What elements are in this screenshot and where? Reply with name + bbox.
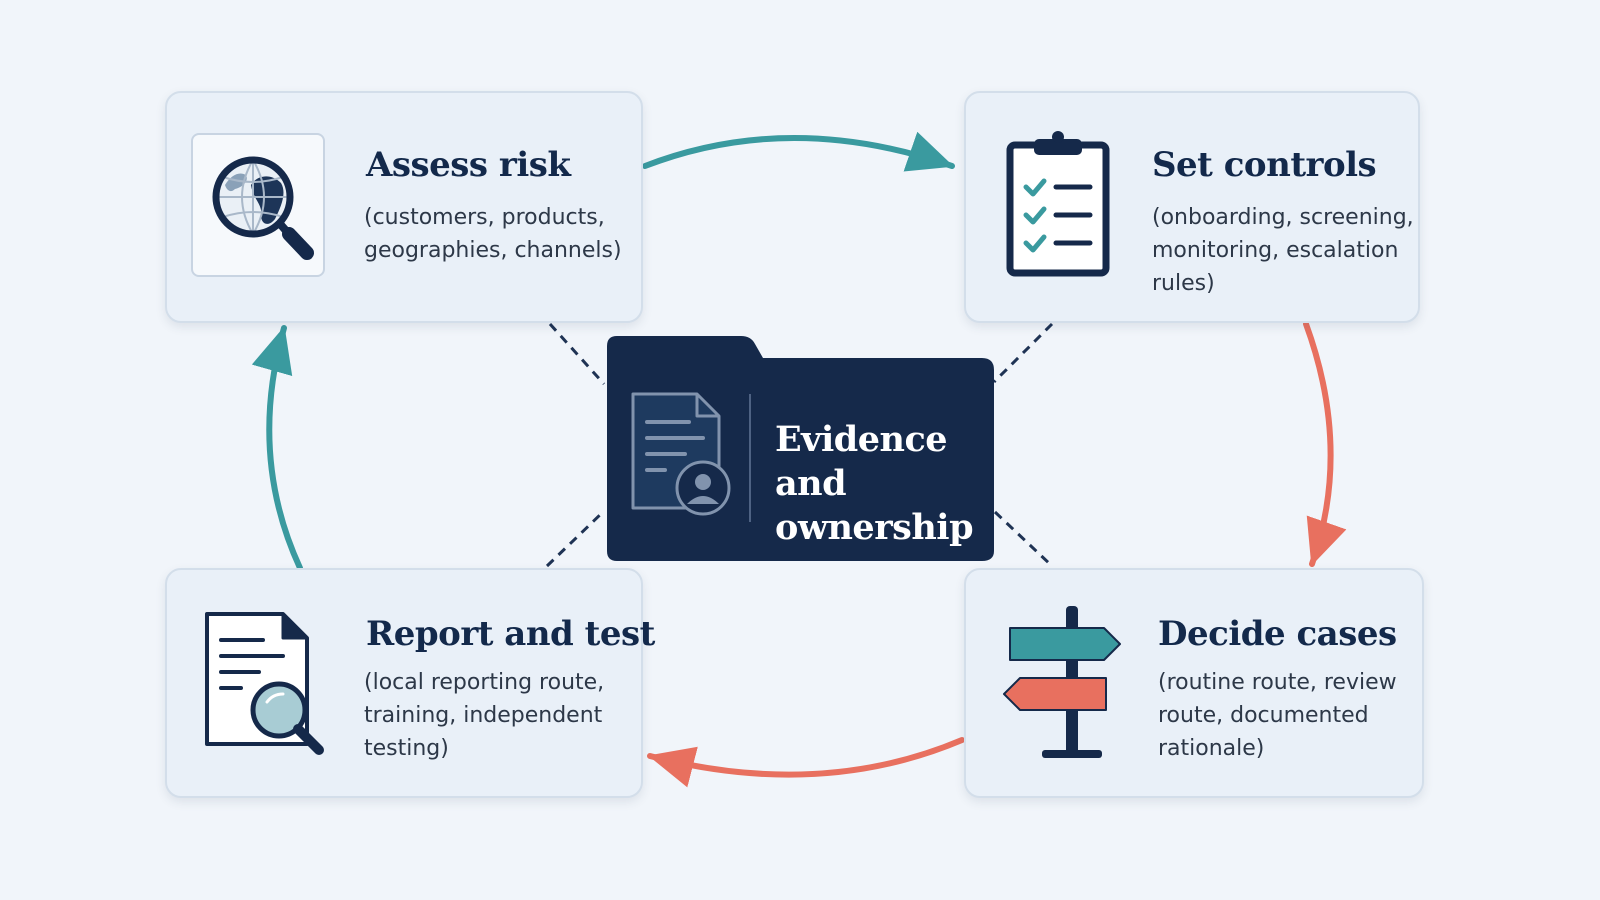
document-magnifier-icon [203,610,333,760]
arrow-decide-to-report [647,737,965,788]
step-title: Decide cases [1158,614,1397,654]
arrow-report-to-assess [251,325,303,571]
step-card-decide-cases: Decide cases (routine route, review rout… [964,568,1424,798]
clipboard-checklist-icon [1004,129,1114,279]
step-title: Set controls [1152,145,1377,185]
globe-magnifier-icon [191,133,325,277]
step-title: Report and test [366,614,655,654]
center-title: Evidence and ownership [775,419,974,548]
signpost-icon [1002,604,1132,764]
folder-divider [749,394,751,522]
dashed-link-controls [992,322,1054,384]
step-description: (onboarding, screening, monitoring, esca… [1152,205,1414,296]
step-card-report-and-test: Report and test (local reporting route, … [165,568,655,798]
dashed-link-assess [548,322,606,386]
step-card-set-controls: Set controls (onboarding, screening, mon… [964,91,1420,323]
step-title: Assess risk [366,145,571,185]
arrow-controls-to-decide [1303,321,1347,567]
arrow-assess-to-controls [642,131,955,172]
center-evidence-folder: Evidence and ownership [607,336,994,561]
step-description: (local reporting route, training, indepe… [364,670,605,761]
document-person-icon [631,392,735,524]
step-description: (customers, products, geographies, chann… [364,205,622,263]
step-description: (routine route, review route, documented… [1158,670,1397,761]
step-card-assess-risk: Assess risk (customers, products, geogra… [165,91,643,323]
dashed-link-report [545,509,606,568]
dashed-link-decide [993,510,1054,568]
